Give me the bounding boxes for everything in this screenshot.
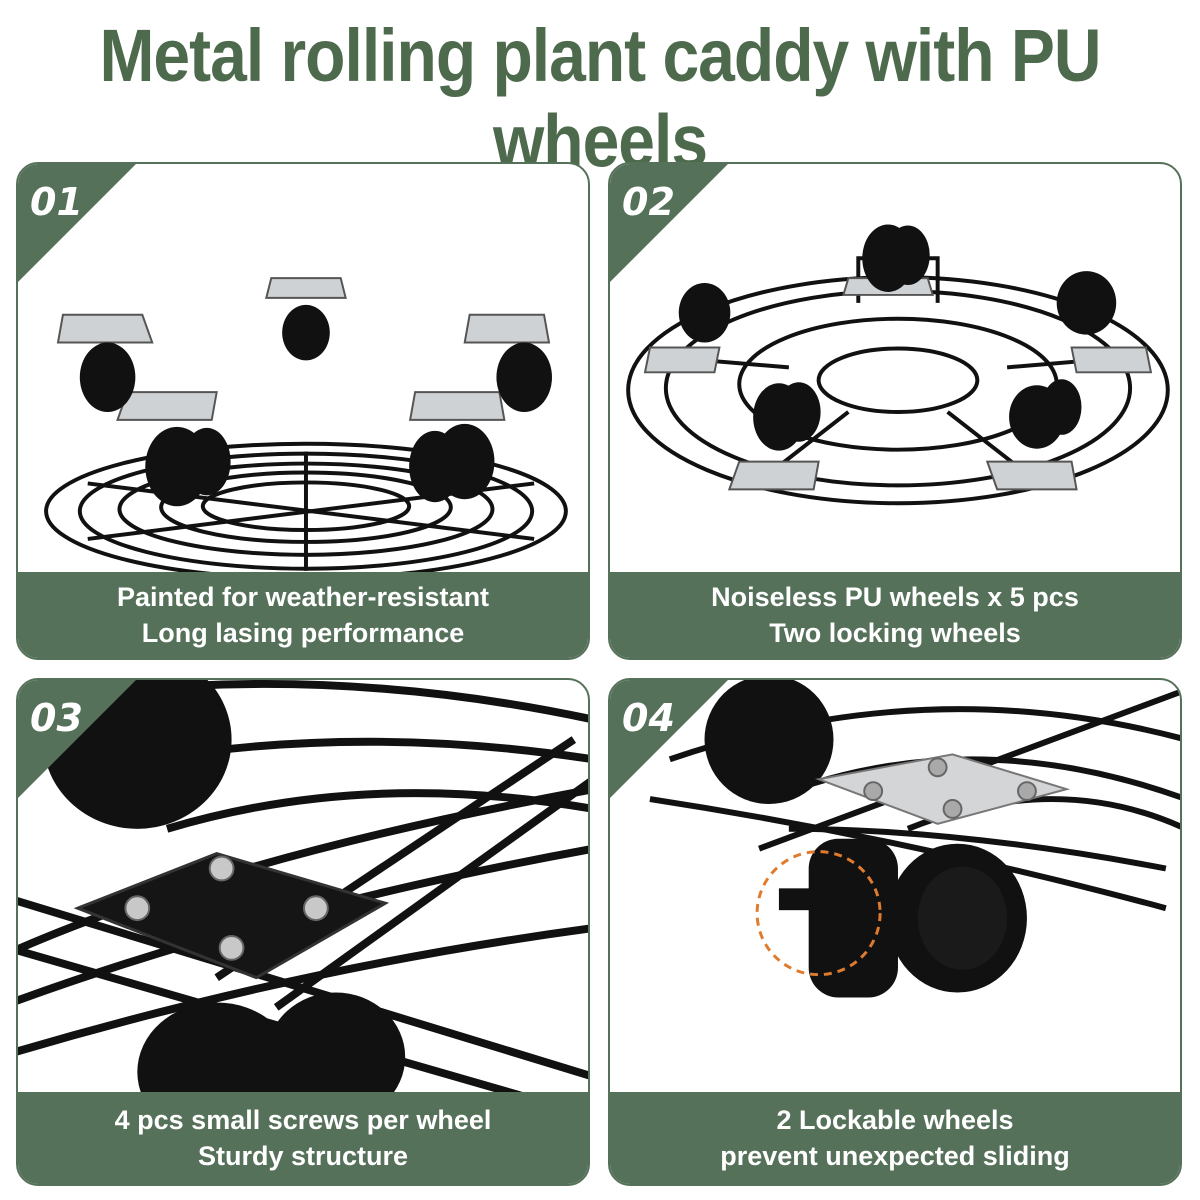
number-corner-badge [610,680,728,798]
panel-number: 03 [30,696,83,740]
panel-caption: 4 pcs small screws per wheel Sturdy stru… [18,1092,588,1184]
caption-line-1: 2 Lockable wheels [776,1105,1014,1135]
panel-number: 04 [622,696,675,740]
feature-panel-04: 04 2 Lockable wheels prevent unexpected … [608,678,1182,1186]
number-corner-badge [18,680,136,798]
caption-line-1: Noiseless PU wheels x 5 pcs [711,582,1079,612]
mounting-plate [73,852,390,980]
mounting-plate [814,753,1071,825]
caption-line-1: Painted for weather-resistant [116,582,490,612]
panel-number: 02 [622,180,675,224]
number-corner-badge [610,164,728,282]
feature-panel-03: 03 4 pcs small screws per wheel Sturdy s… [16,678,590,1186]
panel-number: 01 [30,180,83,224]
feature-panel-02: 02 Noiseless PU wheels x 5 pcs Two locki… [608,162,1182,660]
plant-caddy-photo-side [44,277,568,581]
page-title: Metal rolling plant caddy with PU wheels [99,13,1101,182]
caption-line-2: Long lasing performance [141,618,465,648]
caption-line-1: 4 pcs small screws per wheel [114,1105,492,1135]
caption-line-2: prevent unexpected sliding [720,1141,1070,1171]
number-corner-badge [18,164,136,282]
caption-line-2: Sturdy structure [197,1141,409,1171]
panel-caption: Noiseless PU wheels x 5 pcs Two locking … [610,572,1180,658]
caption-line-2: Two locking wheels [769,618,1021,648]
panel-caption: 2 Lockable wheels prevent unexpected sli… [610,1092,1180,1184]
plant-caddy-photo-top [626,224,1170,506]
panel-caption: Painted for weather-resistant Long lasin… [18,572,588,658]
locking-wheel-closeup-photo [649,680,1180,998]
feature-panel-01: 01 Painted for weather-resistant Long la… [16,162,590,660]
